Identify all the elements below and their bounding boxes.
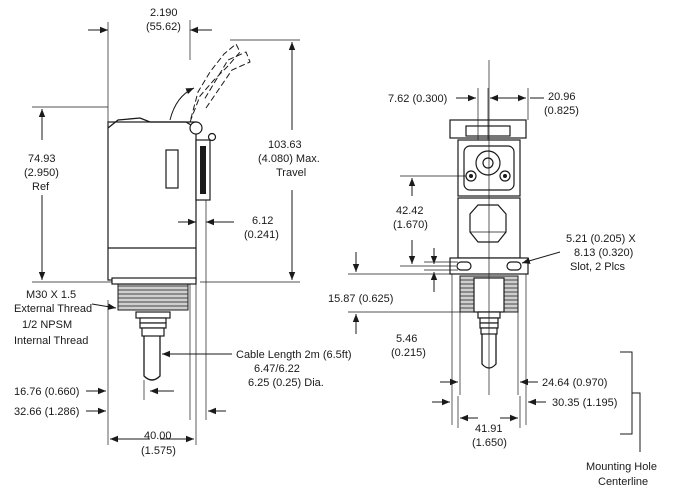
thread-body [117,281,189,311]
dim-4191-inch-label: (1.650) [472,437,507,449]
thread-label-2: External Thread [14,303,92,315]
dim-1676-label: 16.76 (0.660) [14,386,79,398]
thread-label-4: Internal Thread [14,335,88,347]
dim-10363-travel-label: Travel [276,167,306,179]
mounting-label-1: Mounting Hole [586,461,657,473]
dim-7493-inch-label: (2.950) [24,167,59,179]
dim-2190-label: 2.190 [150,7,178,19]
dim-4191-label: 41.91 [475,423,503,435]
cable-label-3: 6.25 (0.25) Dia. [248,377,324,389]
mounting-centerline-bracket [620,351,641,452]
dim-3035-label: 30.35 (1.195) [552,397,617,409]
dim-1587-label: 15.87 (0.625) [328,293,393,305]
lever-travel-dashed [189,43,241,123]
mounting-label-2: Centerline [598,476,648,488]
switch-housing [107,121,197,281]
dim-4242-inch-label: (1.670) [393,219,428,231]
dim-4242-label: 42.42 [396,205,424,217]
dim-7493-ref-label: Ref [32,181,50,193]
thread-label-3: 1/2 NPSM [22,319,72,331]
cable-label-1: Cable Length 2m (6.5ft) [236,349,352,361]
dim-546-inch-label: (0.215) [391,347,426,359]
dim-546-label: 5.46 [396,333,417,345]
dim-7493-label: 74.93 [28,153,56,165]
dim-2096-inch-label: (0.825) [544,105,579,117]
right-view: 7.62 (0.300) 20.96 (0.825) 42.42 (1.670)… [328,60,657,488]
dim-4000-label: 40.00 [144,430,172,442]
body-window [469,204,507,243]
cable-label-2: 6.47/6.22 [254,363,300,375]
thread-label-1: M30 X 1.5 [26,289,76,301]
dim-762-label: 7.62 (0.300) [388,93,447,105]
slot-label-3: Slot, 2 Plcs [570,261,626,273]
dim-3266-label: 32.66 (1.286) [14,406,79,418]
slot-label-1: 5.21 (0.205) X [566,233,636,245]
slot-left [456,261,472,271]
slot-right [506,261,522,271]
dim-2464-label: 24.64 (0.970) [542,377,607,389]
dim-10363-inch-label: (4.080) Max. [258,153,320,165]
dim-612-label: 6.12 [252,215,273,227]
lever-pivot [189,121,203,135]
dim-2190-inch-label: (55.62) [146,21,181,33]
slot-label-2: 8.13 (0.320) [574,247,633,259]
dim-4000-inch-label: (1.575) [141,445,176,457]
housing-cover [107,117,197,129]
dim-2096-label: 20.96 [548,91,576,103]
dim-612-inch-label: (0.241) [244,229,279,241]
cable [143,336,161,381]
left-view: 2.190 (55.62) 74.93 (2.950) Ref 103.63 (… [14,7,352,457]
dim-10363-label: 103.63 [268,139,302,151]
